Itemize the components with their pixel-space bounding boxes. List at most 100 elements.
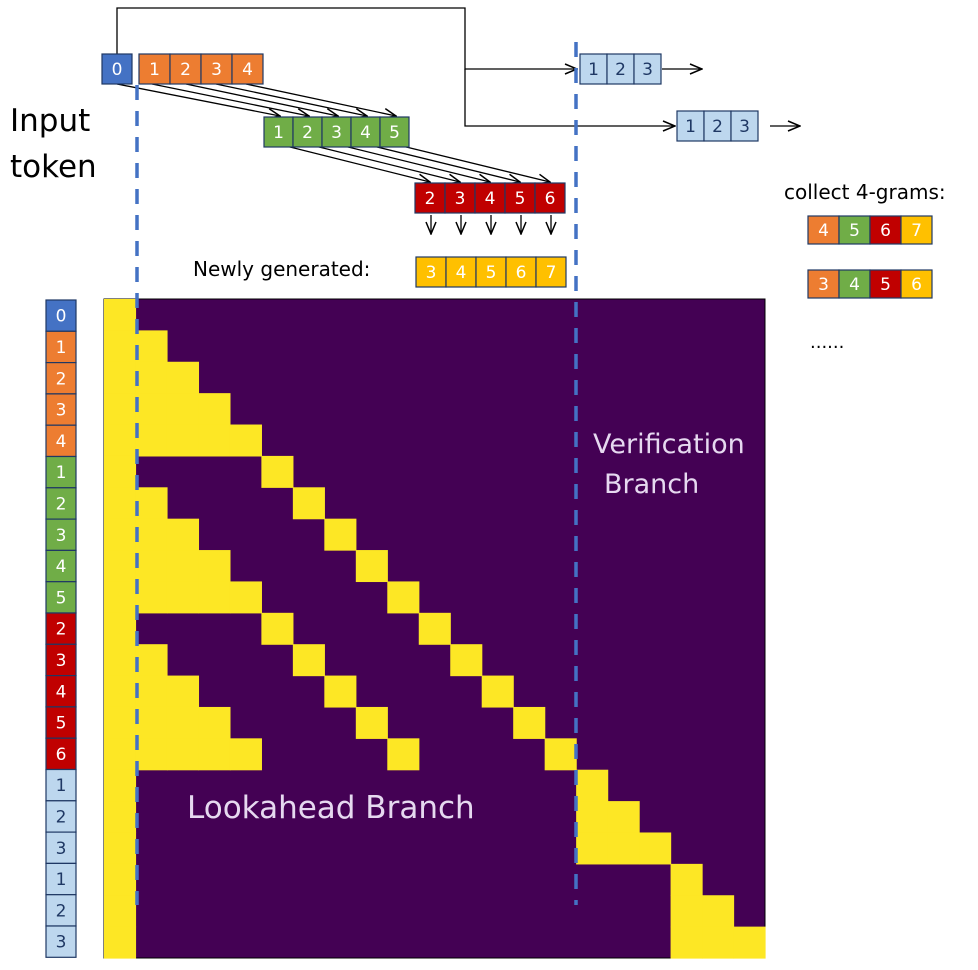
ngram-token-1-0-bg xyxy=(807,269,840,299)
column-token-5: 1 xyxy=(45,455,77,489)
column-token-14-text: 6 xyxy=(56,745,67,765)
mask-cell-13-3 xyxy=(198,706,231,739)
mask-cell-7-0 xyxy=(104,518,137,551)
column-token-19: 2 xyxy=(45,894,77,927)
red-token-1-text: 3 xyxy=(455,189,466,209)
ngram-token-0-0-bg xyxy=(807,215,840,245)
mask-cell-17-17 xyxy=(639,832,672,865)
verify-token-1-2-bg xyxy=(730,110,759,142)
verify-token-0-2-bg xyxy=(633,53,662,85)
top-token-2-text: 2 xyxy=(180,60,191,80)
ngram-token-0-1-text: 5 xyxy=(849,221,860,241)
red-token-4: 6 xyxy=(534,182,566,214)
mask-cell-19-0 xyxy=(104,895,137,928)
column-token-5-text: 1 xyxy=(56,463,67,483)
ngram-token-1-0: 3 xyxy=(807,269,840,299)
column-token-9: 5 xyxy=(45,581,77,614)
mask-cell-4-3 xyxy=(198,424,231,457)
mask-cell-5-0 xyxy=(104,455,137,488)
mask-cell-16-16 xyxy=(607,801,640,834)
new-token-2: 5 xyxy=(475,256,507,288)
ngram-token-1-2-text: 5 xyxy=(880,275,891,295)
mask-cell-19-19 xyxy=(702,895,735,928)
column-token-10-text: 2 xyxy=(56,620,67,640)
collect-ngrams-label: collect 4-grams: xyxy=(784,180,946,204)
mask-cell-2-2 xyxy=(166,361,200,394)
column-token-20: 3 xyxy=(45,925,77,958)
mask-cell-18-0 xyxy=(104,863,137,896)
mask-cell-10-0 xyxy=(104,612,137,645)
mask-cell-20-18 xyxy=(670,926,703,959)
column-token-11: 3 xyxy=(45,643,77,677)
mask-cell-12-0 xyxy=(104,675,137,708)
mask-cell-15-0 xyxy=(104,769,137,802)
green-token-3: 4 xyxy=(350,116,381,148)
mask-cell-9-0 xyxy=(104,581,137,614)
mask-cell-2-0 xyxy=(104,361,137,394)
column-token-14-bg xyxy=(45,737,77,771)
column-token-16-text: 2 xyxy=(56,807,67,827)
green-token-0: 1 xyxy=(263,116,294,148)
red-token-4-text: 6 xyxy=(545,189,556,209)
ngram-token-1-2: 5 xyxy=(869,269,902,299)
column-token-1: 1 xyxy=(45,330,77,364)
column-token-15: 1 xyxy=(45,768,77,802)
top-token-4: 4 xyxy=(231,53,264,85)
column-token-0: 0 xyxy=(45,299,77,332)
arrow-top-to-green-0 xyxy=(116,83,280,116)
verify-token-0-1: 2 xyxy=(606,53,635,85)
mask-cell-14-1 xyxy=(135,738,168,771)
mask-cell-11-11 xyxy=(450,644,483,677)
verify-token-1-0-text: 1 xyxy=(685,117,696,137)
ngram-token-0-0: 4 xyxy=(807,215,840,245)
mask-cell-14-14 xyxy=(544,738,577,771)
column-token-11-bg xyxy=(45,643,77,677)
column-token-4-bg xyxy=(45,424,77,458)
mask-cell-11-6 xyxy=(292,644,325,677)
green-token-2: 3 xyxy=(321,116,352,148)
arrow-green-to-red-3 xyxy=(368,144,520,182)
column-token-10: 2 xyxy=(45,612,77,645)
ngram-token-1-2-bg xyxy=(869,269,902,299)
green-token-4-text: 5 xyxy=(389,123,400,143)
verify-token-1-0: 1 xyxy=(676,110,705,142)
mask-cell-10-5 xyxy=(261,612,294,645)
verify-token-1-1: 2 xyxy=(703,110,732,142)
top-token-0-text: 0 xyxy=(112,60,123,80)
red-token-3-text: 5 xyxy=(515,189,526,209)
verify-token-0-1-bg xyxy=(606,53,635,85)
input-token-label: Input xyxy=(10,103,90,139)
mask-cell-6-0 xyxy=(104,487,137,520)
mask-cell-12-2 xyxy=(166,675,200,708)
mask-cell-0-0 xyxy=(104,299,137,331)
column-token-1-text: 1 xyxy=(56,338,67,358)
green-token-0-text: 1 xyxy=(273,123,284,143)
mask-cell-14-4 xyxy=(229,738,262,771)
verify-token-0-0-text: 1 xyxy=(588,60,599,80)
top-token-1: 1 xyxy=(138,53,171,85)
ngram-token-0-0-text: 4 xyxy=(818,221,829,241)
new-token-4-text: 7 xyxy=(546,263,557,283)
column-token-16-bg xyxy=(45,800,77,833)
mask-cell-1-0 xyxy=(104,330,137,363)
arrow-top-to-green-4 xyxy=(245,83,396,116)
column-token-8: 4 xyxy=(45,549,77,583)
top-token-3-text: 3 xyxy=(211,60,222,80)
top-token-0-bg xyxy=(101,53,133,85)
verify-token-1-2-text: 3 xyxy=(739,117,750,137)
arrow-to-verify-row-1 xyxy=(116,7,577,69)
column-token-9-text: 5 xyxy=(56,588,67,608)
column-token-12-text: 4 xyxy=(56,682,67,702)
verify-token-1-1-text: 2 xyxy=(712,117,723,137)
arrow-green-to-red-4 xyxy=(397,144,550,182)
mask-cell-19-18 xyxy=(670,895,703,928)
mask-cell-20-0 xyxy=(104,926,137,959)
top-token-2: 2 xyxy=(169,53,202,85)
mask-cell-4-4 xyxy=(229,424,262,457)
column-token-9-bg xyxy=(45,581,77,614)
verify-token-0-0: 1 xyxy=(579,53,608,85)
new-token-4-bg xyxy=(535,256,567,288)
mask-cell-8-8 xyxy=(355,550,388,583)
ngram-token-1-1-bg xyxy=(838,269,871,299)
ngram-token-0-3-text: 7 xyxy=(911,221,922,241)
